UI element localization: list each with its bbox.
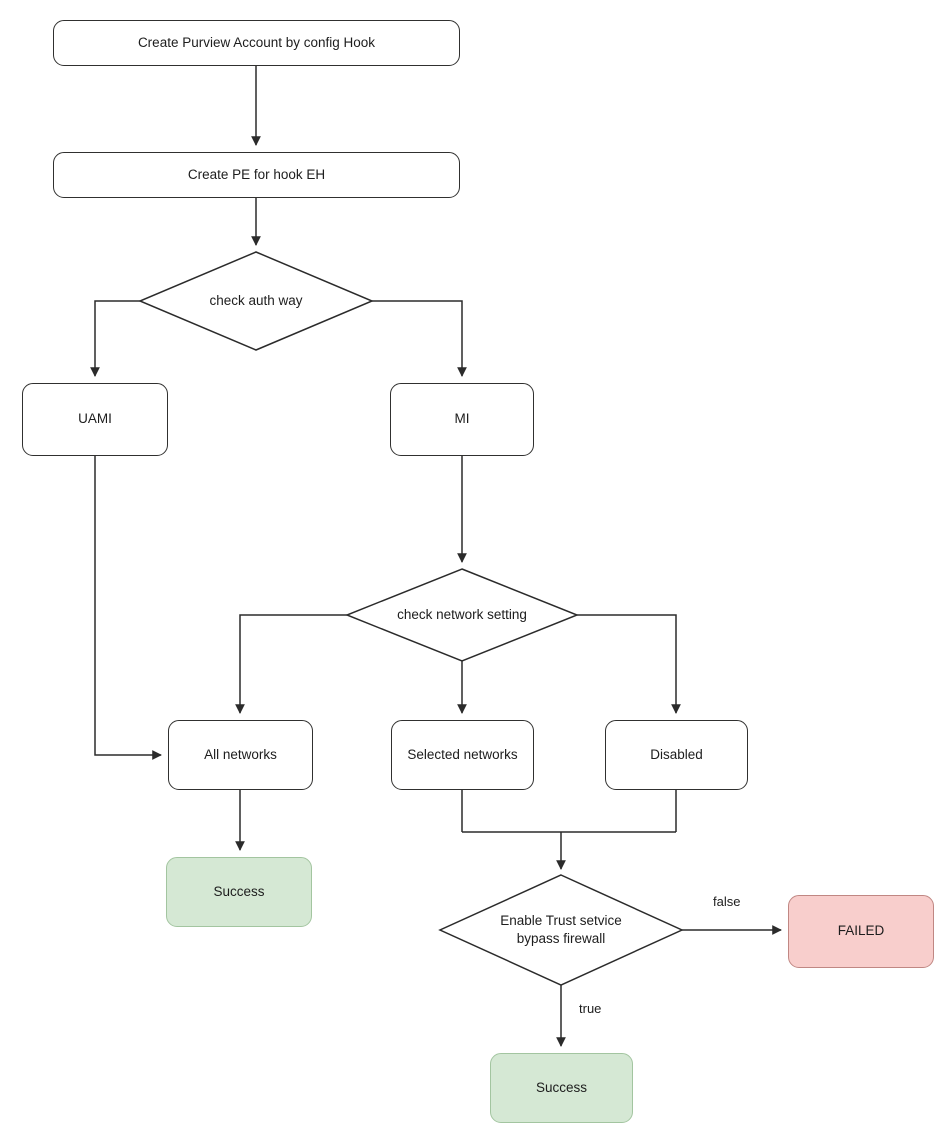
edge-network-to-disabled — [577, 614, 681, 714]
node-check-network-setting-label: check network setting — [397, 607, 527, 623]
node-all-networks-label: All networks — [204, 746, 277, 762]
edge-uami-to-all-networks — [94, 456, 162, 760]
node-uami[interactable]: UAMI — [22, 383, 168, 456]
node-success-trust-bypass[interactable]: Success — [490, 1053, 633, 1123]
node-create-purview-account[interactable]: Create Purview Account by config Hook — [53, 20, 460, 66]
node-check-network-setting[interactable]: check network setting — [362, 602, 562, 628]
node-success-trust-bypass-label: Success — [535, 1079, 588, 1095]
node-check-auth-way-label: check auth way — [209, 293, 303, 309]
node-disabled[interactable]: Disabled — [605, 720, 748, 790]
node-failed[interactable]: FAILED — [788, 895, 934, 968]
node-mi-label: MI — [454, 411, 470, 427]
node-enable-trust-bypass-firewall[interactable]: Enable Trust setvice bypass firewall — [461, 908, 661, 952]
node-mi[interactable]: MI — [390, 383, 534, 456]
node-create-purview-account-label: Create Purview Account by config Hook — [137, 34, 376, 50]
node-check-auth-way[interactable]: check auth way — [166, 288, 346, 314]
edge-label-false-text: false — [713, 894, 741, 909]
node-enable-trust-bypass-firewall-label: Enable Trust setvice bypass firewall — [500, 913, 622, 946]
edge-label-false: false — [713, 895, 740, 908]
node-selected-networks[interactable]: Selected networks — [391, 720, 534, 790]
edge-auth-to-uami — [90, 300, 140, 377]
edge-network-to-all-networks — [235, 614, 347, 714]
node-uami-label: UAMI — [78, 411, 112, 427]
node-selected-networks-label: Selected networks — [407, 746, 518, 762]
diamond-check-network-setting — [344, 568, 580, 662]
edge-label-true-text: true — [579, 1001, 602, 1016]
node-disabled-label: Disabled — [650, 746, 703, 762]
node-create-pe-for-hook-eh[interactable]: Create PE for hook EH — [53, 152, 460, 198]
node-failed-label: FAILED — [837, 923, 885, 939]
diamond-check-auth-way — [138, 251, 374, 351]
diamond-enable-trust-bypass-firewall — [438, 874, 684, 986]
node-success-all-networks-label: Success — [213, 883, 265, 899]
node-create-pe-for-hook-eh-label: Create PE for hook EH — [187, 166, 326, 182]
edge-label-true: true — [579, 1002, 601, 1015]
node-all-networks[interactable]: All networks — [168, 720, 313, 790]
node-success-all-networks[interactable]: Success — [166, 857, 312, 927]
edge-auth-to-mi — [372, 300, 467, 377]
